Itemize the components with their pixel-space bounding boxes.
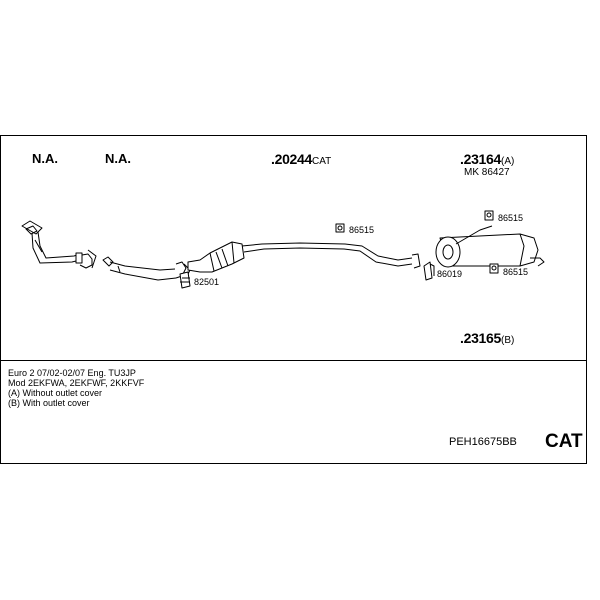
- part-20244-number: .20244: [271, 151, 313, 167]
- clamp-86019-icon: [423, 261, 435, 281]
- info-line-3: (A) Without outlet cover: [8, 388, 103, 398]
- part-23165-label: .23165(B): [460, 331, 514, 346]
- catalytic-converter: [187, 241, 245, 273]
- intermediate-pipe: [102, 256, 191, 281]
- clamp-82501-icon: [179, 271, 191, 289]
- info-line-4: (B) With outlet cover: [8, 398, 90, 408]
- part-23164-number: .23164: [460, 151, 502, 167]
- front-pipe: [21, 220, 97, 269]
- product-code: PEH16675BB: [449, 436, 517, 448]
- cat-label: CAT: [545, 431, 583, 452]
- part-23165-suffix: (B): [501, 335, 515, 346]
- rear-silencer: [435, 225, 545, 268]
- center-pipe: [241, 242, 421, 269]
- clamp-86515-right-bottom-label: 86515: [503, 267, 529, 277]
- clamp-86515-top-label: 86515: [349, 225, 375, 235]
- mk-86427-label: MK 86427: [464, 167, 510, 178]
- clamp-86019-label: 86019: [437, 269, 463, 279]
- clamp-86515-right-top-label: 86515: [498, 213, 524, 223]
- part-20244-suffix: CAT: [312, 156, 332, 167]
- part-23164-suffix: (A): [501, 156, 515, 167]
- clamp-86515-right-bottom-icon: [489, 263, 499, 274]
- clamp-82501-label: 82501: [194, 277, 220, 287]
- vehicle-info: Euro 2 07/02-02/07 Eng. TU3JP Mod 2EKFWA…: [8, 368, 144, 408]
- diagram-frame: [0, 135, 587, 464]
- clamp-86515-top-icon: [335, 223, 345, 233]
- label-na-1: N.A.: [32, 151, 58, 166]
- info-line-2: Mod 2EKFWA, 2EKFWF, 2KKFVF: [8, 378, 145, 388]
- label-na-2: N.A.: [105, 151, 131, 166]
- part-23164-label: .23164(A): [460, 152, 514, 167]
- part-20244-label: .20244CAT: [271, 152, 331, 167]
- part-23165-number: .23165: [460, 330, 502, 346]
- info-line-1: Euro 2 07/02-02/07 Eng. TU3JP: [8, 368, 136, 378]
- clamp-86515-right-top-icon: [484, 210, 494, 221]
- info-divider: [0, 360, 587, 361]
